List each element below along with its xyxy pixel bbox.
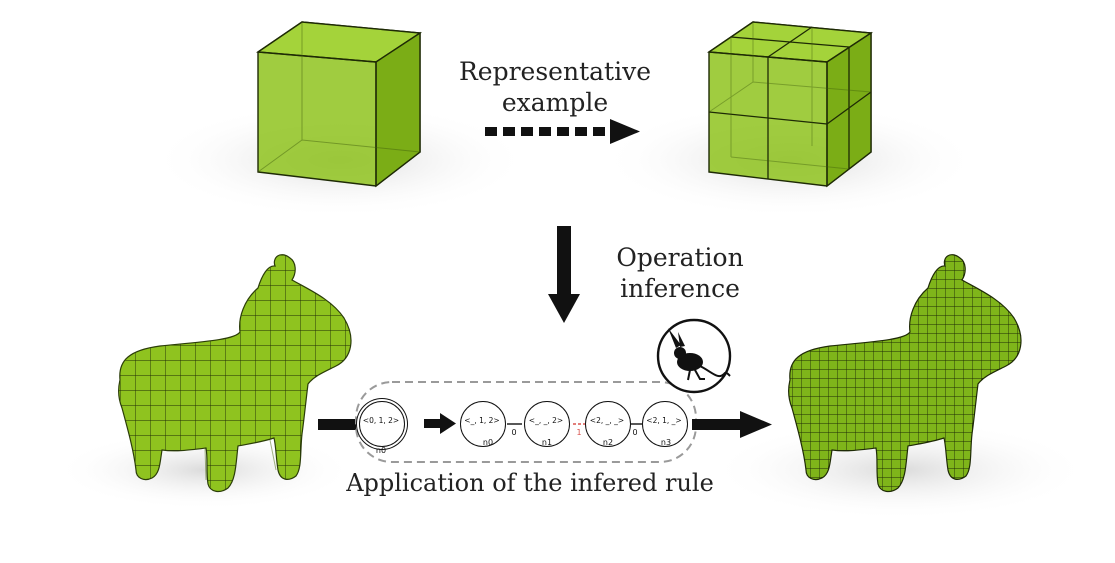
operation-line2: inference [620, 274, 740, 303]
state-tuple: <0, 1, 2> [362, 416, 400, 425]
operation-line1: Operation [616, 243, 744, 272]
edge-label: 1 [576, 428, 582, 437]
state-tuple: <2, _, _> [589, 416, 625, 425]
subdivided-cube [600, 21, 980, 218]
edge-label: 0 [632, 428, 638, 437]
node-name: n2 [602, 438, 614, 447]
application-label: Application of the infered rule [346, 469, 714, 497]
state-tuple: <_, 1, 2> [464, 416, 500, 425]
node-name: n1 [541, 438, 553, 447]
state-node-n3 [585, 401, 631, 447]
representative-arrow [485, 119, 640, 144]
node-name: n0 [375, 446, 387, 455]
operation-inference-label: Operation inference [590, 242, 770, 304]
state-node-n1 [460, 401, 506, 447]
node-name: n0 [482, 438, 494, 447]
state-tuple: <_, _, 2> [528, 416, 564, 425]
state-tuple: <2, 1, _> [646, 416, 682, 425]
inference-arrow [548, 226, 580, 323]
state-node-n4 [642, 401, 688, 447]
representative-line2: example [501, 88, 609, 117]
jerboa-logo-icon [656, 318, 732, 394]
node-name: n3 [660, 438, 672, 447]
representative-example-label: Representative example [440, 56, 670, 118]
source-cube [150, 21, 530, 218]
representative-line1: Representative [458, 57, 651, 86]
state-node-n2 [524, 401, 570, 447]
application-input-arrow [318, 419, 356, 430]
edge-label: 0 [511, 428, 517, 437]
state-node-n0 [359, 401, 405, 447]
